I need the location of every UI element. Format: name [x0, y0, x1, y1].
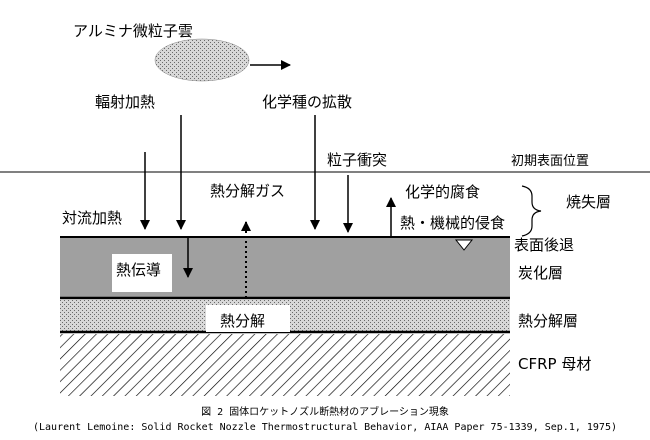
figure-caption-title: 図 2 固体ロケットノズル断熱材のアブレーション現象	[201, 405, 449, 418]
radiative-heating-label: 輻射加熱	[95, 93, 155, 111]
chemical-erosion-label: 化学的腐食	[405, 183, 480, 201]
chemical-diffusion-label: 化学種の拡散	[262, 93, 352, 111]
particle-impact-label: 粒子衝突	[327, 151, 387, 169]
surface-recession-label: 表面後退	[514, 236, 574, 254]
ablation-layer-label: 焼失層	[566, 193, 611, 211]
pyrolysis-box	[206, 305, 290, 332]
alumina-cloud-label: アルミナ微粒子雲	[73, 22, 193, 40]
alumina-cloud-shape	[154, 38, 250, 82]
initial-surface-label: 初期表面位置	[511, 154, 589, 169]
heat-conduction-label: 熱伝導	[116, 261, 161, 279]
thermo-mechanical-erosion-label: 熱・機械的侵食	[400, 214, 505, 232]
surface-recession-marker	[454, 239, 474, 251]
cfrp-base-label: CFRP 母材	[518, 355, 591, 373]
ablation-brace	[521, 185, 542, 237]
pyrolysis-layer-label: 熱分解層	[518, 312, 578, 330]
pyrolysis-gas-label: 熱分解ガス	[210, 182, 285, 200]
pyrolysis-label: 熱分解	[220, 312, 265, 330]
figure-caption-citation: (Laurent Lemoine: Solid Rocket Nozzle Th…	[33, 422, 617, 433]
convective-heating-label: 対流加熱	[62, 209, 122, 227]
cfrp-base-band	[60, 334, 510, 396]
heat-conduction-box	[112, 254, 172, 292]
char-layer-label: 炭化層	[518, 264, 563, 282]
